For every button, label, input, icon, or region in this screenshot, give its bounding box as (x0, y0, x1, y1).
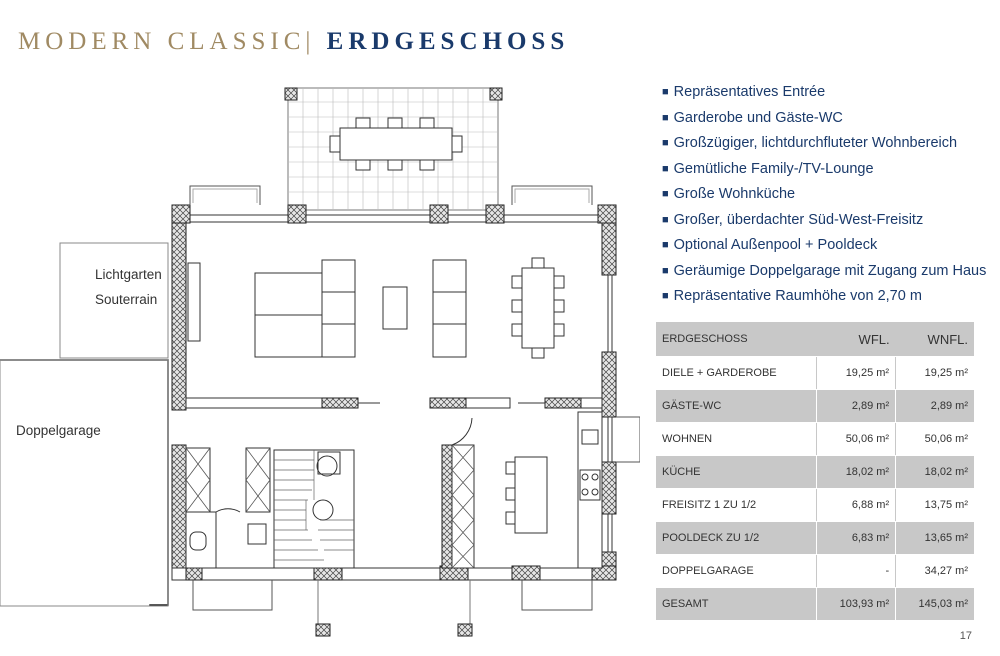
row-wfl: 103,93 m² (816, 587, 896, 621)
feature-item: ■Repräsentative Raumhöhe von 2,70 m (662, 288, 922, 304)
row-wfl: - (816, 554, 896, 588)
feature-item: ■Optional Außenpool + Pooldeck (662, 237, 878, 253)
row-name: DIELE + GARDEROBE (656, 356, 817, 390)
table-row: KÜCHE 18,02 m² 18,02 m² (656, 455, 974, 489)
row-name: WOHNEN (656, 422, 817, 456)
floor-plan: Lichtgarten Souterrain Doppelgarage (0, 87, 640, 637)
row-name: GÄSTE-WC (656, 389, 817, 423)
table-header: WNFL. (895, 322, 974, 357)
bullet-icon: ■ (662, 213, 669, 226)
table-row: DOPPELGARAGE - 34,27 m² (656, 554, 974, 588)
table-header: ERDGESCHOSS (656, 322, 817, 357)
feature-item: ■Repräsentatives Entrée (662, 84, 826, 100)
row-wfl: 19,25 m² (816, 356, 896, 390)
bullet-icon: ■ (662, 290, 669, 302)
bullet-icon: ■ (662, 239, 669, 251)
row-name: GESAMT (656, 587, 817, 621)
row-name: FREISITZ 1 ZU 1/2 (656, 488, 817, 522)
table-row: FREISITZ 1 ZU 1/2 6,88 m² 13,75 m² (656, 488, 974, 522)
feature-item: ■Großer, überdachter Süd-West-Freisitz (662, 211, 924, 228)
terrace-dining-table (329, 117, 463, 171)
hall-furniture (185, 447, 355, 569)
row-name: DOPPELGARAGE (656, 554, 817, 588)
garage-outline (0, 359, 169, 606)
row-wfl: 2,89 m² (816, 389, 896, 423)
table-row: WOHNEN 50,06 m² 50,06 m² (656, 422, 974, 456)
lichtgarten-outline (59, 242, 169, 359)
table-row-total: GESAMT 103,93 m² 145,03 m² (656, 587, 974, 621)
table-header: WFL. (816, 322, 896, 357)
row-wfl: 18,02 m² (816, 455, 896, 489)
row-wnfl: 50,06 m² (895, 422, 974, 456)
title-brand: MODERN CLASSIC| (18, 28, 316, 55)
bullet-icon: ■ (662, 111, 669, 124)
row-wnfl: 2,89 m² (895, 389, 974, 423)
row-name: POOLDECK ZU 1/2 (656, 521, 817, 555)
bullet-icon: ■ (662, 264, 669, 277)
table-row: GÄSTE-WC 2,89 m² 2,89 m² (656, 389, 974, 423)
label-lichtgarten: Lichtgarten (95, 267, 162, 282)
area-table: ERDGESCHOSS WFL. WNFL. DIELE + GARDEROBE… (656, 322, 974, 621)
title-floor: ERDGESCHOSS (326, 28, 570, 55)
label-souterrain: Souterrain (95, 292, 157, 307)
bullet-icon: ■ (662, 162, 669, 175)
kitchen-furniture (451, 411, 603, 569)
row-wnfl: 18,02 m² (895, 455, 974, 489)
table-row: DIELE + GARDEROBE 19,25 m² 19,25 m² (656, 356, 974, 390)
row-wnfl: 145,03 m² (895, 587, 974, 621)
feature-list: ■Repräsentatives Entrée ■Garderobe und G… (662, 80, 986, 310)
row-wnfl: 34,27 m² (895, 554, 974, 588)
row-name: KÜCHE (656, 455, 817, 489)
row-wfl: 6,83 m² (816, 521, 896, 555)
page-number: 17 (959, 630, 972, 642)
row-wnfl: 13,65 m² (895, 521, 974, 555)
bullet-icon: ■ (662, 188, 669, 200)
walls (171, 204, 617, 581)
label-garage: Doppelgarage (16, 423, 101, 438)
table-header-row: ERDGESCHOSS WFL. WNFL. (656, 322, 974, 357)
page-title: MODERN CLASSIC| ERDGESCHOSS (18, 28, 569, 56)
feature-item: ■Großzügiger, lichtdurchfluteter Wohnber… (662, 135, 958, 151)
feature-item: ■Geräumige Doppelgarage mit Zugang zum H… (662, 262, 987, 279)
balconies (189, 185, 640, 637)
table-row: POOLDECK ZU 1/2 6,83 m² 13,65 m² (656, 521, 974, 555)
feature-item: ■Garderobe und Gäste-WC (662, 109, 843, 126)
bullet-icon: ■ (662, 86, 669, 98)
bullet-icon: ■ (662, 137, 669, 149)
row-wfl: 6,88 m² (816, 488, 896, 522)
row-wfl: 50,06 m² (816, 422, 896, 456)
living-furniture (187, 257, 565, 359)
row-wnfl: 19,25 m² (895, 356, 974, 390)
feature-item: ■Gemütliche Family-/TV-Lounge (662, 160, 874, 177)
feature-item: ■Große Wohnküche (662, 186, 796, 202)
row-wnfl: 13,75 m² (895, 488, 974, 522)
